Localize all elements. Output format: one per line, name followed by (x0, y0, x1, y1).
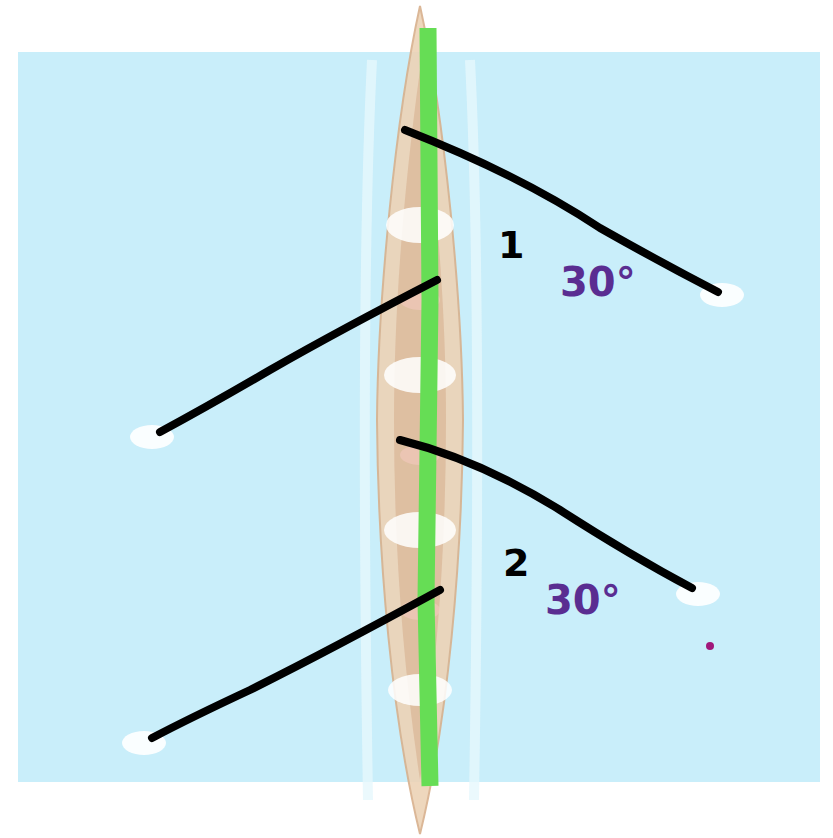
label-holder: 2 (503, 544, 529, 582)
oars (152, 130, 718, 738)
callout-number: 2 (503, 541, 529, 585)
dot (706, 642, 714, 650)
seat (384, 357, 456, 393)
callout-number: 1 (498, 223, 524, 267)
label-holder: 1 (498, 226, 524, 264)
label-holder: 30° (545, 580, 621, 620)
label-holder: 30° (560, 262, 636, 302)
water (18, 52, 820, 782)
oar (160, 280, 437, 432)
angle-label: 30° (560, 259, 636, 305)
oar (400, 440, 692, 588)
seat (386, 207, 454, 243)
oar (152, 590, 440, 738)
boat-hull (377, 6, 463, 834)
angle-label: 30° (545, 577, 621, 623)
